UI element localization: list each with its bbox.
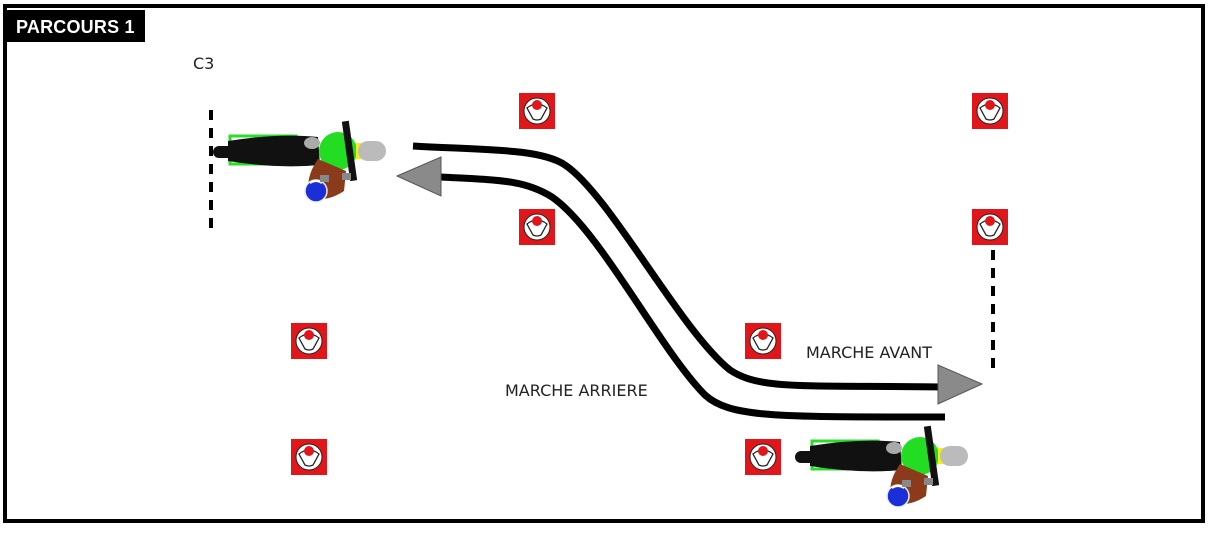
motorcycle-icon — [211, 119, 388, 204]
cone-icon — [518, 92, 556, 130]
arrow-icon — [937, 364, 984, 405]
course-title: PARCOURS 1 — [6, 10, 145, 42]
frame — [3, 4, 1205, 523]
cone-icon — [971, 208, 1009, 246]
motorcycle-icon — [793, 424, 970, 509]
cone-icon — [971, 92, 1009, 130]
cone-icon — [290, 322, 328, 360]
cone-icon — [518, 208, 556, 246]
forward-label: MARCHE AVANT — [806, 343, 932, 362]
forward-path — [412, 142, 946, 391]
cone-icon — [290, 438, 328, 476]
reverse-path — [439, 173, 946, 421]
reverse-label: MARCHE ARRIERE — [505, 381, 648, 400]
cone-icon — [744, 438, 782, 476]
cone-icon — [744, 322, 782, 360]
arrow-icon — [395, 156, 442, 197]
zone-label: C3 — [193, 54, 215, 73]
